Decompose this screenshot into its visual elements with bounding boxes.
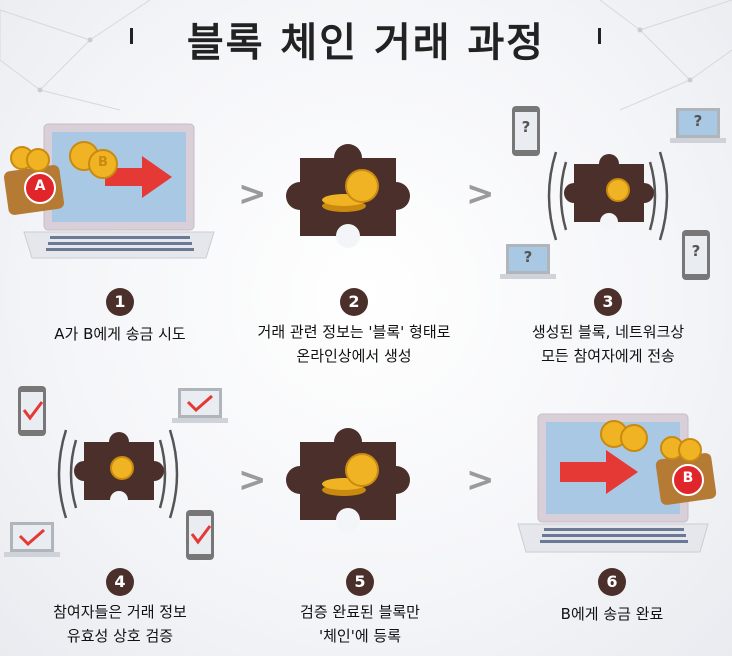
step-4-caption: 참여자들은 거래 정보 유효성 상호 검증 — [53, 603, 187, 645]
coins-icon — [322, 453, 379, 496]
step-3-number: 3 — [594, 288, 622, 316]
step-1-caption: A가 B에게 송금 시도 — [54, 325, 186, 343]
page-title: 블록 체인 거래 과정 — [186, 20, 546, 66]
arrow-1-2: > — [238, 174, 267, 214]
coins-icon — [600, 420, 648, 452]
step-6-number: 6 — [598, 568, 626, 596]
title-bar-right — [598, 28, 601, 44]
puzzle-block-icon — [286, 144, 410, 248]
receiver-label: B — [682, 470, 694, 486]
coins-icon — [322, 169, 379, 212]
step-6-caption: B에게 송금 완료 — [560, 605, 664, 623]
coin-label: B — [98, 155, 108, 170]
question-mark-2: ? — [693, 112, 703, 130]
phone-check-icon — [18, 386, 46, 436]
question-mark-4: ? — [691, 242, 701, 260]
broadcast-waves-icon — [57, 429, 179, 519]
laptop-check-icon — [172, 388, 228, 423]
step-1-number: 1 — [106, 288, 134, 316]
laptop-icon-top-right — [670, 108, 726, 143]
red-arrow-icon — [560, 450, 638, 494]
laptop-check-icon-2 — [4, 522, 60, 557]
step-5-caption: 검증 완료된 블록만 '체인'에 등록 — [300, 603, 420, 645]
coins-icon — [69, 141, 118, 179]
step-5-number: 5 — [346, 568, 374, 596]
step-2-caption: 거래 관련 정보는 '블록' 형태로 온라인상에서 생성 — [257, 323, 451, 365]
phone-icon-top-left — [512, 106, 540, 156]
sender-label: A — [34, 178, 46, 194]
step-4-number: 4 — [106, 568, 134, 596]
arrow-5-6: > — [466, 460, 495, 500]
phone-icon-bottom-right — [682, 230, 710, 280]
wallet-icon — [655, 436, 717, 505]
broadcast-waves-icon — [547, 151, 669, 241]
question-mark-3: ? — [523, 248, 533, 266]
arrow-2-3: > — [466, 174, 495, 214]
title-bar-left — [130, 28, 133, 44]
step-2-number: 2 — [340, 288, 368, 316]
laptop-icon-bottom-left — [500, 244, 556, 279]
title-area: 블록 체인 거래 과정 — [0, 0, 732, 70]
coin-icon — [110, 456, 134, 480]
wallet-icon — [3, 146, 65, 215]
question-mark-1: ? — [521, 118, 531, 136]
phone-check-icon-2 — [186, 510, 214, 560]
step-3-caption: 생성된 블록, 네트워크상 모든 참여자에게 전송 — [531, 323, 685, 365]
coin-icon — [606, 178, 630, 202]
arrow-4-5: > — [238, 460, 267, 500]
